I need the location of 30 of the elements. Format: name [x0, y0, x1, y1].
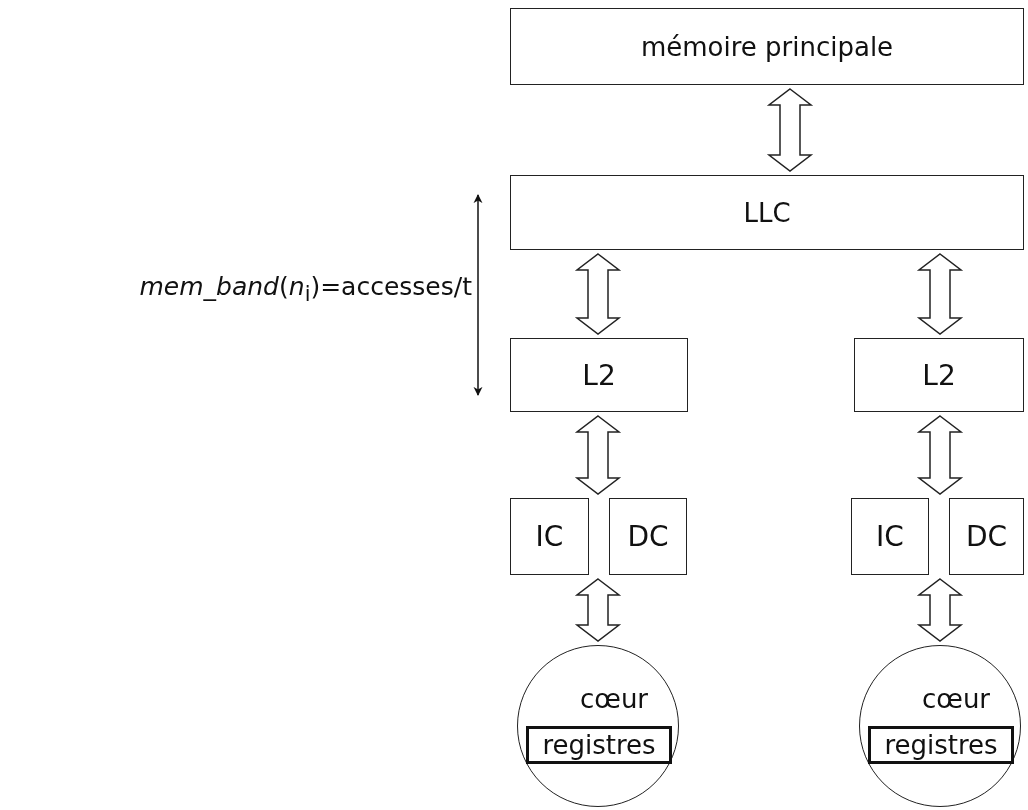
- process-box: [949, 498, 1024, 575]
- box-label: LLC: [743, 197, 791, 228]
- box-label: L2: [922, 358, 956, 392]
- double-arrow: [916, 415, 964, 495]
- box-label: mémoire principale: [640, 31, 894, 62]
- process-box: [609, 498, 687, 575]
- double-arrow: [766, 88, 814, 172]
- formula-label: mem_band(n$_{i}$)=accesses/t: [139, 272, 472, 306]
- register-box: [526, 726, 672, 764]
- double-arrow: [916, 253, 964, 335]
- process-box: [851, 498, 929, 575]
- box-label: IC: [535, 520, 564, 553]
- double-arrow: [916, 578, 964, 642]
- process-box: [510, 338, 688, 412]
- box-label: IC: [876, 520, 904, 553]
- process-box: [854, 338, 1024, 412]
- double-arrow: [574, 578, 622, 642]
- process-box: [510, 175, 1024, 250]
- box-label: DC: [965, 520, 1008, 553]
- process-box: [510, 8, 1024, 85]
- register-label: registres: [884, 730, 998, 760]
- double-arrow: [574, 253, 622, 335]
- box-label: L2: [582, 358, 616, 392]
- core-label: cœur: [922, 684, 991, 714]
- double-arrow: [574, 415, 622, 495]
- box-label: DC: [627, 520, 669, 553]
- core-label: cœur: [580, 684, 649, 714]
- process-box: [510, 498, 589, 575]
- register-label: registres: [542, 730, 656, 760]
- register-box: [868, 726, 1014, 764]
